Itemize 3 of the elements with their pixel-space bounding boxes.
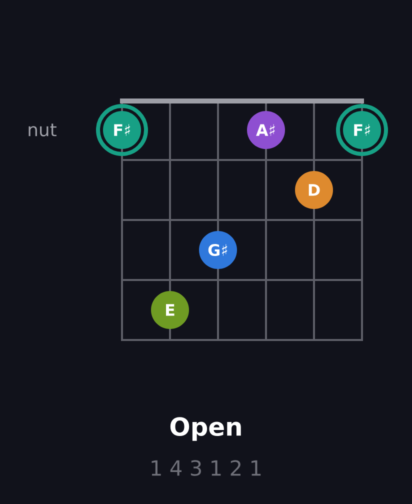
nut-label: nut [28,124,56,136]
chord-name: Open [170,417,241,441]
fingering-numbers: 1 4 3 1 2 1 [152,460,261,476]
